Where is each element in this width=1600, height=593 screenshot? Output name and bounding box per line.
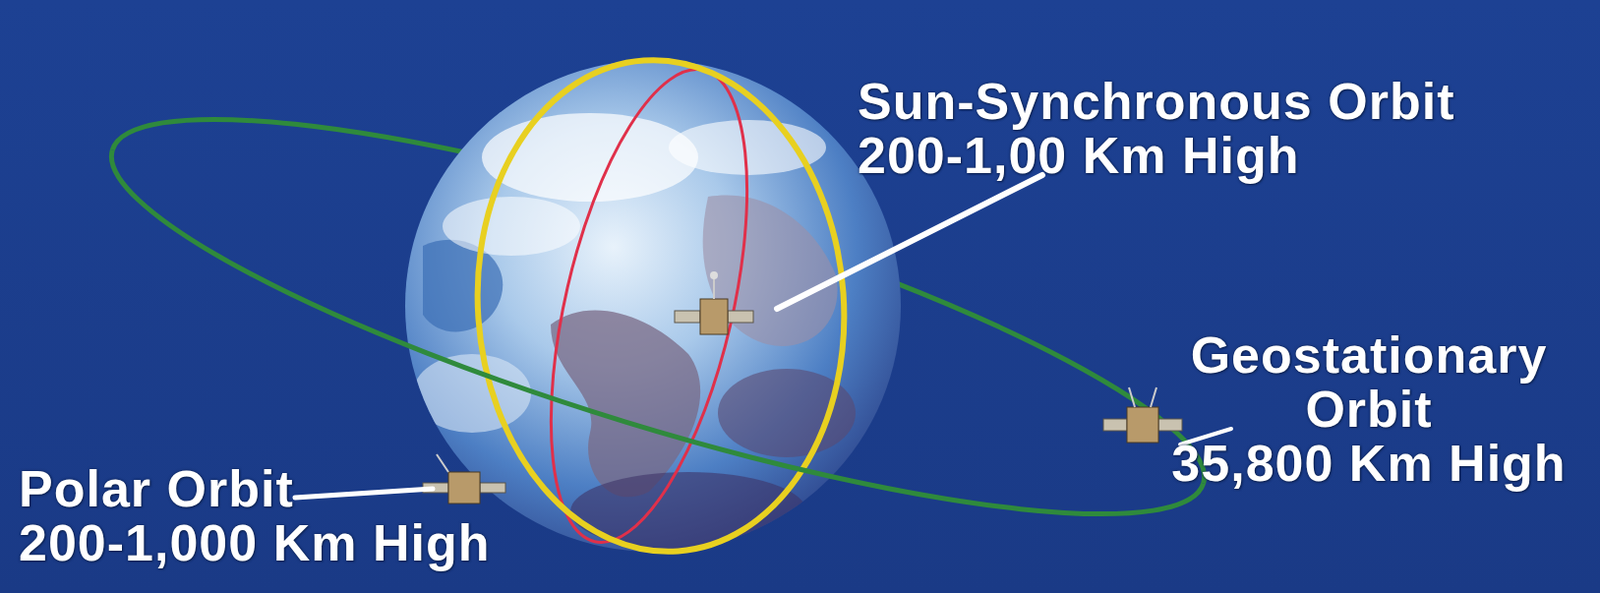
orbit-label: Polar Orbit 200-1,000 Km High xyxy=(18,462,490,571)
orbit-label: Sun-Synchronous Orbit 200-1,00 Km High xyxy=(857,74,1455,183)
leader-line xyxy=(295,488,433,498)
polar-satellite xyxy=(422,454,506,504)
sun-synchronous-satellite xyxy=(674,271,754,335)
sun-synchronous-orbit xyxy=(513,51,785,561)
geostationary-satellite xyxy=(1103,387,1183,443)
polar-orbit xyxy=(461,48,861,565)
leader-line xyxy=(776,175,1043,309)
orbit-label: Geostationary Orbit 35,800 Km High xyxy=(1171,328,1566,491)
